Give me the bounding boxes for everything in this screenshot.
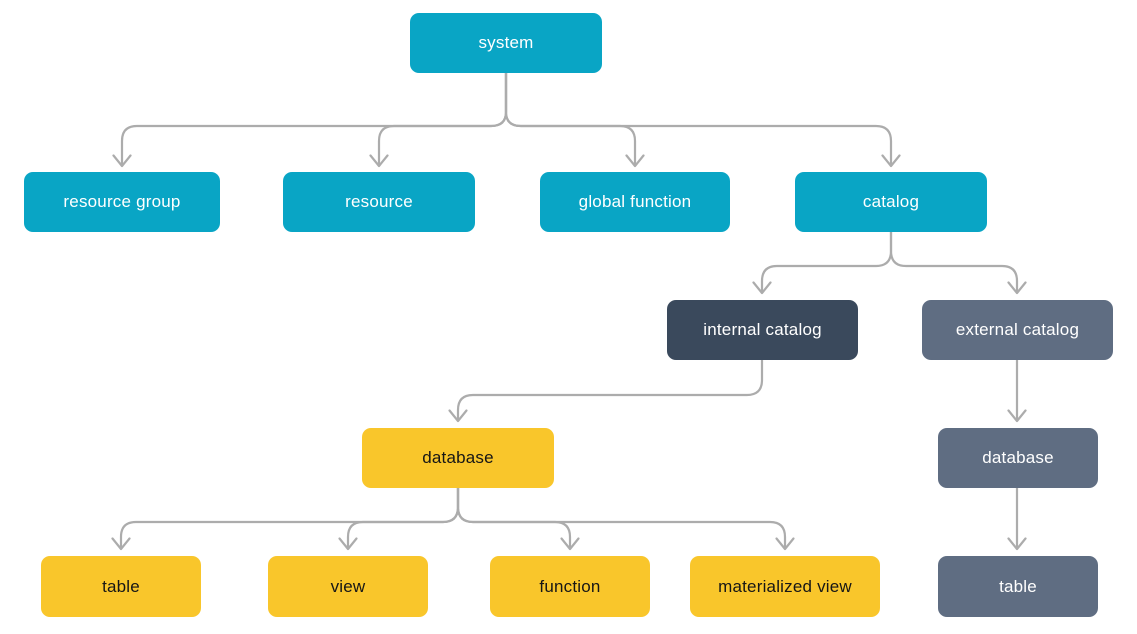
edge-system-resource-group [120,71,508,167]
arrowhead-materialized-view [775,537,795,551]
node-resource-group: resource group [24,172,220,232]
node-resource: resource [283,172,475,232]
edge-internal-catalog-database [456,358,764,422]
arrowhead-external-database [1007,409,1027,423]
arrowhead-internal-database [448,409,468,423]
node-view: view [268,556,428,617]
arrowhead-external-table [1007,537,1027,551]
node-materialized-view: materialized view [690,556,880,617]
edge-system-resource [377,71,508,167]
edge-system-global-function [504,71,637,167]
node-table: table [41,556,201,617]
arrowhead-table [111,537,131,551]
edge-database-function [456,486,572,550]
edge-database-materialized-view [456,486,787,550]
edge-system-catalog [504,71,893,167]
edge-database-table [119,486,460,550]
node-external-table: table [938,556,1098,617]
arrowhead-global-function [625,154,645,168]
node-system: system [410,13,602,73]
node-external-database: database [938,428,1098,488]
arrowhead-resource-group [112,154,132,168]
node-catalog: catalog [795,172,987,232]
node-external-catalog: external catalog [922,300,1113,360]
arrowhead-catalog [881,154,901,168]
node-global-function: global function [540,172,730,232]
arrowhead-internal-catalog [752,281,772,295]
node-internal-database: database [362,428,554,488]
node-function: function [490,556,650,617]
arrowhead-view [338,537,358,551]
node-internal-catalog: internal catalog [667,300,858,360]
edge-database-view [346,486,460,550]
edge-catalog-external-catalog [889,230,1019,294]
arrowhead-function [560,537,580,551]
edge-catalog-internal-catalog [760,230,893,294]
arrowhead-resource [369,154,389,168]
arrowhead-external-catalog [1007,281,1027,295]
